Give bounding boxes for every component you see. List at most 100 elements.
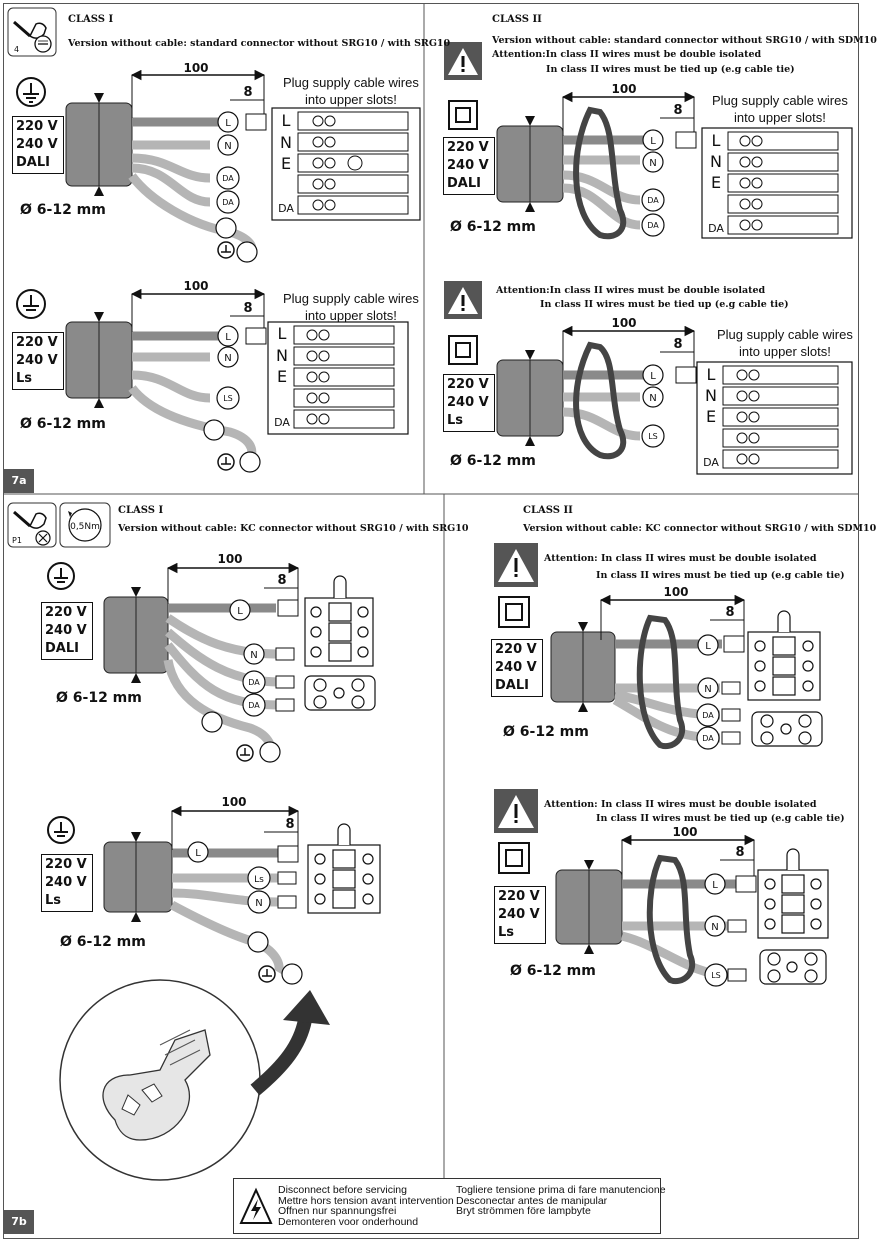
term-N: N bbox=[710, 152, 722, 171]
term-N: N bbox=[705, 386, 717, 405]
attention-double-7b-2: Attention: In class II wires must be dou… bbox=[544, 799, 817, 810]
attention-tied-7b: In class II wires must be tied up (e.g c… bbox=[596, 570, 845, 581]
attention-double-7a: Attention:In class II wires must be doub… bbox=[492, 49, 762, 60]
term-L: L bbox=[278, 324, 287, 343]
wire-L: L bbox=[225, 118, 231, 129]
wire-Ls: Ls bbox=[254, 875, 264, 885]
wire-DA: DA bbox=[702, 711, 714, 720]
warning-triangle-icon bbox=[494, 789, 538, 833]
dim-100: 100 bbox=[611, 316, 636, 330]
wire-LS: LS bbox=[711, 971, 721, 980]
diagram-7b-class2-ls bbox=[494, 789, 829, 987]
kc-connector-icon bbox=[747, 610, 821, 701]
screwdriver-p1-icon bbox=[7, 502, 57, 548]
dim-8: 8 bbox=[243, 85, 252, 100]
term-N: N bbox=[276, 346, 288, 365]
wire-N: N bbox=[711, 922, 718, 933]
ground-symbol-icon bbox=[47, 562, 75, 590]
wire-N: N bbox=[224, 141, 231, 152]
diameter-7b-4: Ø 6-12 mm bbox=[510, 963, 596, 979]
ground-symbol-icon bbox=[47, 816, 75, 844]
torque-label: 0,5Nm bbox=[70, 522, 100, 532]
dim-8: 8 bbox=[673, 337, 682, 352]
wire-DA: DA bbox=[647, 196, 659, 205]
dim-8: 8 bbox=[673, 103, 682, 118]
attention-tied-7b-2: In class II wires must be tied up (e.g c… bbox=[596, 813, 845, 824]
attention-double-7b: Attention: In class II wires must be dou… bbox=[544, 553, 817, 564]
term-DA: DA bbox=[274, 416, 290, 429]
diameter-7a-2: Ø 6-12 mm bbox=[20, 416, 106, 432]
wire-DA: DA bbox=[248, 678, 260, 687]
wire-LS: LS bbox=[223, 394, 233, 403]
wire-DA: DA bbox=[702, 734, 714, 743]
sdm10-connector-icon bbox=[751, 711, 823, 747]
wire-N: N bbox=[649, 158, 656, 169]
svg-labels: 100 8 L N DA DA L N E DA 100 8 L N LS L … bbox=[12, 45, 745, 980]
diameter-7a-3: Ø 6-12 mm bbox=[450, 219, 536, 235]
dim-100: 100 bbox=[672, 825, 697, 839]
version-std-class2: Version without cable: standard connecto… bbox=[492, 35, 877, 46]
term-N: N bbox=[280, 133, 292, 152]
class1-header-7b: CLASS I bbox=[118, 505, 164, 516]
warning-triangle-icon bbox=[494, 543, 538, 587]
warning-col-1: Disconnect before servicing Mettre hors … bbox=[278, 1184, 454, 1228]
earth-ring-icon bbox=[217, 241, 235, 259]
class2-header-7b: CLASS II bbox=[523, 505, 573, 516]
double-insulation-icon bbox=[448, 335, 478, 365]
term-E: E bbox=[281, 154, 291, 173]
term-E: E bbox=[711, 173, 721, 192]
warning-triangle-icon bbox=[444, 42, 482, 80]
diameter-7b-3: Ø 6-12 mm bbox=[503, 724, 589, 740]
wire-L: L bbox=[237, 606, 243, 617]
srg10-connector-icon bbox=[304, 675, 376, 711]
diagram-7a-class1-ls bbox=[16, 288, 409, 473]
term-DA: DA bbox=[278, 202, 294, 215]
double-insulation-icon bbox=[498, 842, 530, 874]
kc-connector-icon bbox=[304, 575, 374, 667]
kc-connector-icon bbox=[757, 848, 829, 939]
version-kc-class2: Version without cable: KC connector with… bbox=[523, 523, 877, 534]
section-tag-7b: 7b bbox=[4, 1210, 34, 1234]
earth-ring-icon bbox=[217, 453, 235, 471]
ring-terminal-detail bbox=[59, 979, 261, 1181]
diagram-7b-class1-ls bbox=[47, 805, 381, 985]
dim-100: 100 bbox=[221, 795, 246, 809]
tool-p1: P1 bbox=[12, 536, 22, 545]
dim-100: 100 bbox=[663, 585, 688, 599]
double-insulation-icon bbox=[448, 100, 478, 130]
dim-8: 8 bbox=[725, 605, 734, 620]
safety-warning-box: Disconnect before servicing Mettre hors … bbox=[233, 1178, 666, 1234]
wire-N: N bbox=[250, 650, 257, 661]
dim-100: 100 bbox=[217, 552, 242, 566]
tool-number: 4 bbox=[14, 45, 19, 54]
term-L: L bbox=[282, 111, 291, 130]
sdm10-connector-icon bbox=[759, 949, 827, 985]
class2-header-7a: CLASS II bbox=[492, 14, 542, 25]
wire-L: L bbox=[705, 641, 711, 652]
wire-L: L bbox=[195, 848, 201, 859]
wire-L: L bbox=[650, 136, 656, 147]
wire-N: N bbox=[704, 684, 711, 695]
diagram-7a-class1-dali bbox=[16, 69, 421, 263]
term-DA: DA bbox=[703, 456, 719, 469]
wire-LS: LS bbox=[648, 432, 658, 441]
dim-8: 8 bbox=[735, 845, 744, 860]
dim-8: 8 bbox=[285, 817, 294, 832]
ground-symbol-icon bbox=[16, 289, 46, 319]
earth-ring-icon bbox=[236, 744, 254, 762]
diameter-7a-4: Ø 6-12 mm bbox=[450, 453, 536, 469]
version-std-class1: Version without cable: standard connecto… bbox=[68, 38, 451, 49]
class1-header-7a: CLASS I bbox=[68, 14, 114, 25]
earth-ring-icon bbox=[258, 965, 276, 983]
wire-DA: DA bbox=[222, 174, 234, 183]
